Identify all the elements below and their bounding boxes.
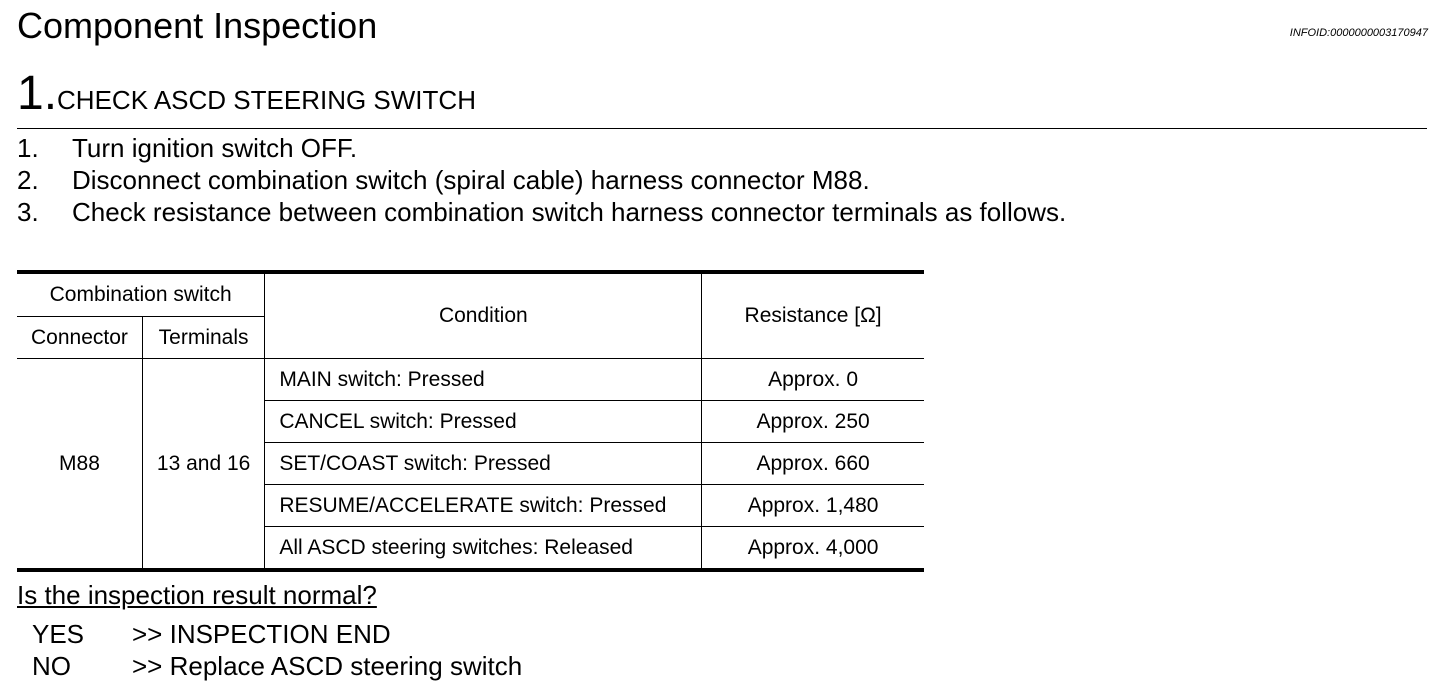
step-number: 1.	[17, 67, 58, 120]
connector-header: Connector	[17, 316, 143, 359]
terminals-cell: 13 and 16	[141, 358, 266, 571]
inspection-question: Is the inspection result normal?	[17, 580, 377, 610]
connector-cell: M88	[17, 358, 143, 571]
table-row: All ASCD steering switches: Released App…	[17, 526, 924, 571]
answer-value: >> INSPECTION END	[132, 619, 391, 649]
resistance-cell: Approx. 0	[701, 358, 924, 401]
resistance-cell: Approx. 250	[701, 400, 924, 443]
resistance-cell: Approx. 1,480	[701, 484, 924, 527]
answer-key: YES	[32, 619, 85, 649]
resistance-cell: Approx. 660	[701, 442, 924, 485]
table-row: RESUME/ACCELERATE switch: Pressed Approx…	[17, 484, 924, 527]
condition-cell: SET/COAST switch: Pressed	[264, 442, 703, 485]
table-row: M88 13 and 16 MAIN switch: Pressed Appro…	[17, 358, 924, 571]
group-header: Combination switch	[17, 272, 266, 317]
page-title: Component Inspection	[17, 5, 378, 46]
step-heading: 1.CHECK ASCD STEERING SWITCH	[17, 66, 476, 133]
table-subheader-row: Connector Terminals	[17, 316, 924, 359]
condition-cell: RESUME/ACCELERATE switch: Pressed	[264, 484, 703, 527]
resistance-table: Combination switch Condition Resistance …	[17, 270, 924, 572]
procedure-step-text: Check resistance between combination swi…	[72, 197, 1067, 227]
resistance-header: Resistance [Ω]	[701, 272, 924, 359]
condition-cell: MAIN switch: Pressed	[264, 358, 703, 401]
heading-divider	[17, 128, 1427, 129]
procedure-step-text: Turn ignition switch OFF.	[72, 133, 358, 163]
step-title: CHECK ASCD STEERING SWITCH	[57, 85, 476, 115]
answer-value: >> Replace ASCD steering switch	[132, 651, 523, 681]
table-row: SET/COAST switch: Pressed Approx. 660	[17, 442, 924, 485]
table-header-row: Combination switch Condition Resistance …	[17, 272, 924, 359]
condition-header: Condition	[264, 272, 703, 359]
answer-key: NO	[32, 651, 71, 681]
procedure-step-number: 2.	[17, 165, 39, 195]
procedure-step-number: 1.	[17, 133, 39, 163]
procedure-step-text: Disconnect combination switch (spiral ca…	[72, 165, 870, 195]
resistance-cell: Approx. 4,000	[701, 526, 924, 571]
procedure-step-number: 3.	[17, 197, 39, 227]
condition-cell: All ASCD steering switches: Released	[264, 526, 703, 571]
condition-cell: CANCEL switch: Pressed	[264, 400, 703, 443]
terminals-header: Terminals	[141, 316, 265, 359]
info-id: INFOID:0000000003170947	[1289, 27, 1428, 39]
